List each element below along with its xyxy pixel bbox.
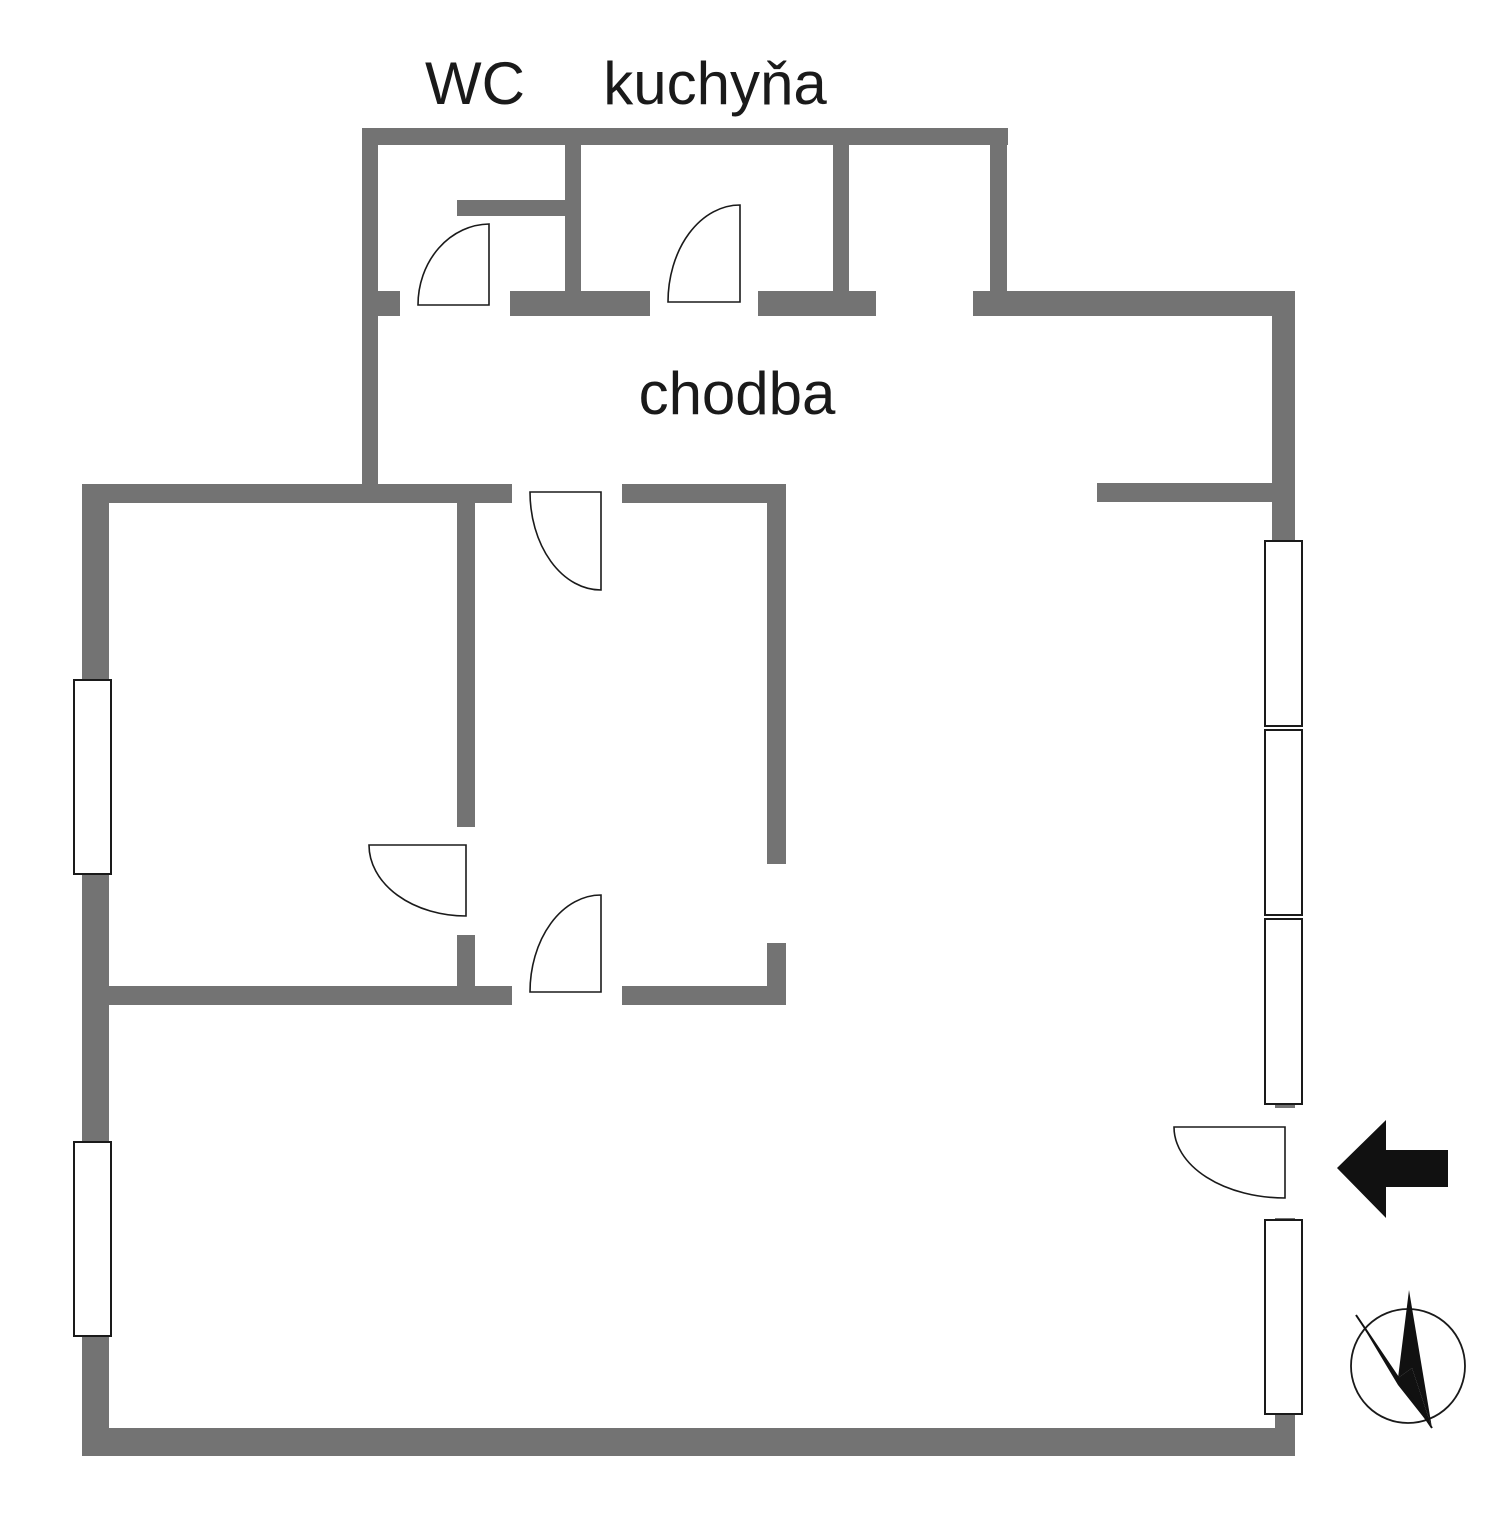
window-right-1 [1264,540,1303,727]
wall-annex-top [362,128,1008,145]
wall-corridor-bottom-left [82,484,512,503]
window-left-lower [73,1141,112,1337]
wall-annex-bottom-1 [362,291,400,316]
compass-needle-axis [1355,1314,1433,1429]
wall-wc-shelf [457,200,567,216]
door-closet-top [529,491,602,591]
windows [73,540,1303,1415]
wall-room-divider-upper [457,502,475,827]
label-kitchen: kuchyňa [603,50,827,117]
wall-room-bottom-mid [622,986,786,1005]
wall-room-bottom-left [82,986,512,1005]
label-wc: WC [425,50,525,117]
doors [368,204,1286,1199]
wall-room-divider-lower [457,935,475,995]
walls [82,128,1295,1456]
wall-outer-bottom [82,1428,1295,1456]
door-kitchen [667,204,741,303]
wall-annex-bottom-4 [973,291,1295,316]
label-corridor: chodba [639,360,836,427]
window-right-2 [1264,729,1303,916]
wall-corridor-bottom-mid [622,484,786,503]
wall-annex-right [990,128,1007,315]
door-closet-bottom [529,894,602,993]
wall-closet-right-upper [767,502,786,864]
wall-annex-bottom-2 [510,291,650,316]
door-left-room [368,844,467,917]
wall-wc-kitchen-divider [565,145,581,297]
compass-needle-north [1398,1290,1432,1428]
window-left-upper [73,679,112,875]
window-right-3 [1264,918,1303,1105]
arrow-left-icon [1337,1120,1448,1218]
wall-corridor-right-spur [1097,483,1295,502]
north-compass-icon [1350,1290,1466,1429]
wall-kitchen-right [833,145,849,297]
wall-right-upper [1272,291,1295,541]
door-wc [417,223,490,306]
wall-annex-bottom-3 [758,291,876,316]
window-right-4 [1264,1219,1303,1415]
door-entrance [1173,1126,1286,1199]
